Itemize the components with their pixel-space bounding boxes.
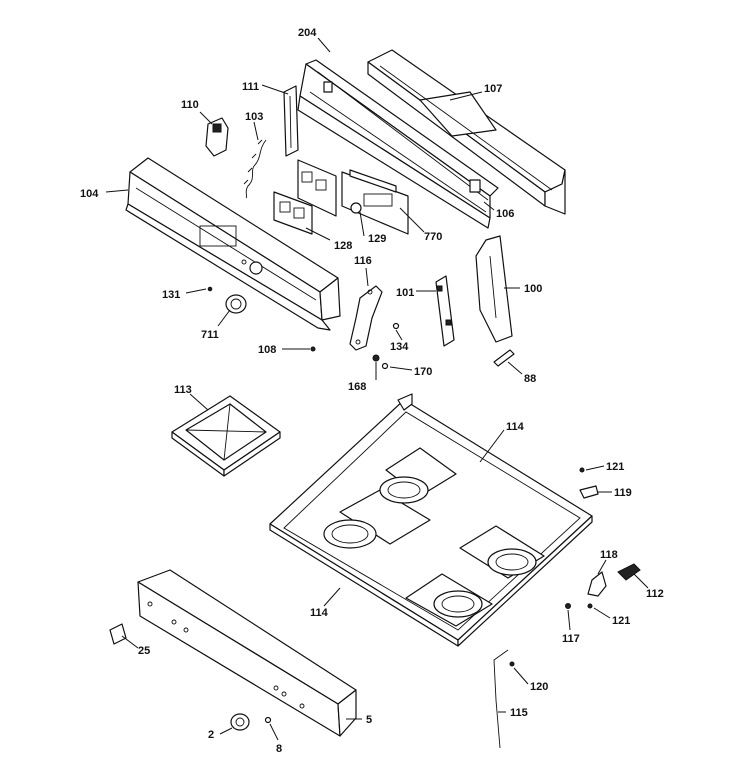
callout-711: 711 [201,329,219,341]
bracket-116 [349,285,383,351]
callout-104: 104 [80,188,99,200]
bracket-118 [587,571,607,597]
callout-118: 118 [600,549,618,561]
screw-121-bottom [587,603,593,609]
side-bracket-100 [475,235,513,343]
bracket-101 [435,275,455,347]
callout-131: 131 [162,289,180,301]
lower-front-panel-5 [137,569,357,737]
control-board-129 [341,169,409,235]
back-panel [297,59,499,229]
hinge-112 [617,563,641,581]
callout-107: 107 [484,83,502,95]
burner-grate-113 [171,395,281,477]
callout-121-top: 121 [606,461,624,473]
screw-121-top [579,467,585,473]
callout-770: 770 [424,231,442,243]
callout-168: 168 [348,381,366,393]
callout-119: 119 [614,487,632,499]
rear-top-panel [367,49,566,215]
callout-121-bottom: 121 [612,615,630,627]
callout-8: 8 [276,743,282,755]
callout-108: 108 [258,344,276,356]
knob-2 [230,713,250,731]
cooktop-114 [269,393,593,647]
callout-112: 112 [646,588,664,600]
spring-103 [243,139,267,199]
callout-5: 5 [366,714,372,726]
callout-115: 115 [510,707,528,719]
screw-117 [565,603,571,609]
callout-2: 2 [208,729,214,741]
screw-131 [207,286,213,292]
screw-168 [372,354,380,362]
callout-116: 116 [354,255,372,267]
callout-101: 101 [396,287,414,299]
clip-110 [205,117,229,157]
callout-103: 103 [245,111,263,123]
clip-119 [579,485,599,499]
callout-204: 204 [298,27,317,39]
screw-170 [381,362,389,370]
callout-88: 88 [524,373,536,385]
leader-lines [105,37,649,741]
callout-100: 100 [524,283,542,295]
callout-170: 170 [414,366,432,378]
knob-711 [225,294,247,314]
screw-134 [392,322,400,330]
pin-88 [493,349,515,367]
callout-106: 106 [496,208,514,220]
callout-labels: 204 111 107 110 103 104 106 128 129 770 … [80,27,664,755]
callout-129: 129 [368,233,386,245]
side-bracket-111 [283,85,299,157]
callout-25: 25 [138,645,150,657]
screw-108 [310,346,316,352]
control-panel-104 [125,157,341,331]
callout-113: 113 [174,384,192,396]
control-board-128 [273,159,337,235]
callout-117: 117 [562,633,580,645]
callout-114-top: 114 [506,421,525,433]
callout-128: 128 [334,240,352,252]
clip-25 [109,623,127,645]
callout-120: 120 [530,681,548,693]
callout-114-bottom: 114 [310,607,329,619]
screw-8 [264,716,272,724]
callout-110: 110 [181,99,199,111]
callout-111: 111 [242,81,259,93]
callout-134: 134 [390,341,409,353]
screw-120 [509,661,515,667]
rod-115 [493,649,509,749]
